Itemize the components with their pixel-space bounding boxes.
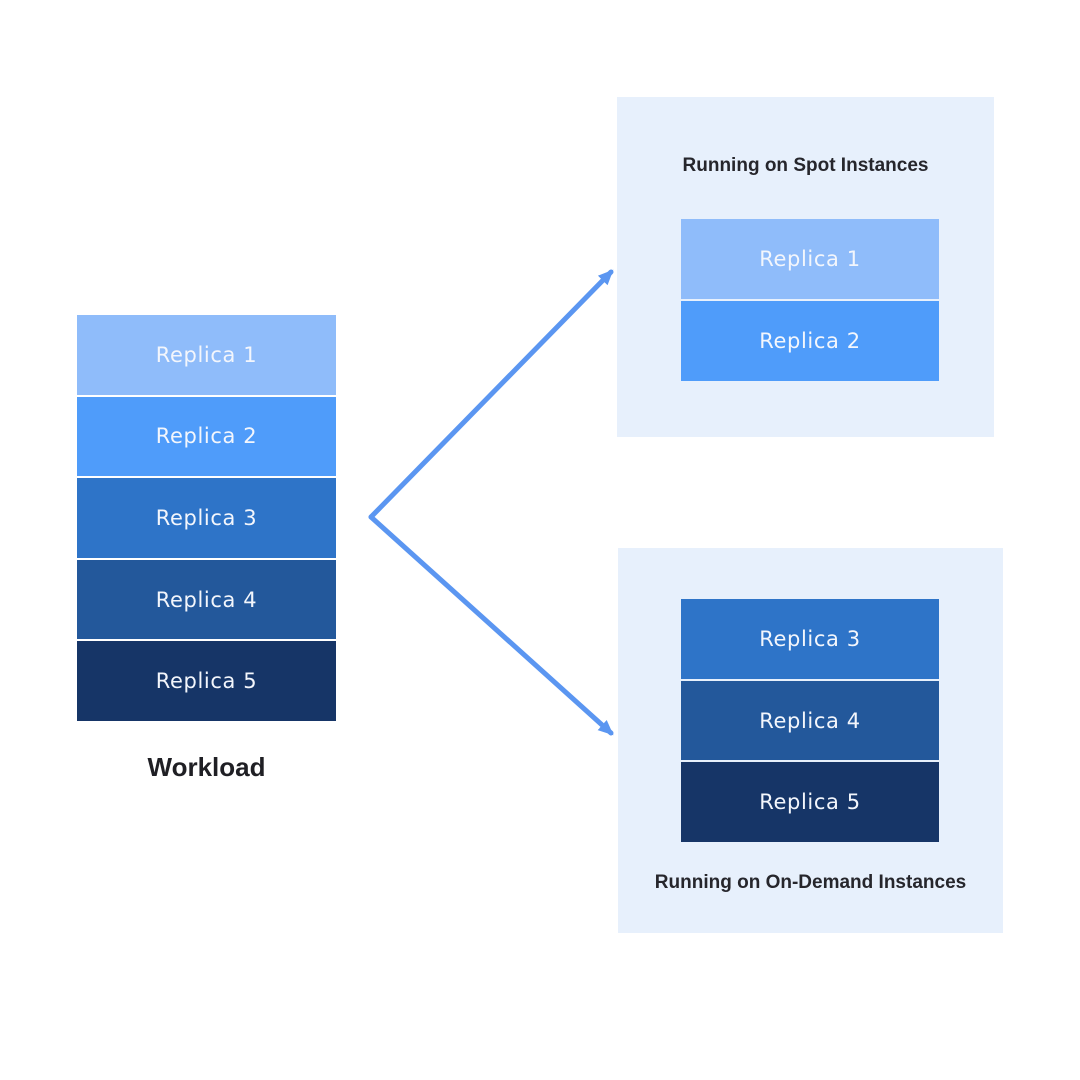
spot-replica-stack: Replica 1 Replica 2 (681, 219, 939, 381)
ondemand-panel-title: Running on On-Demand Instances (654, 872, 967, 893)
workload-replica-4: Replica 4 (77, 559, 336, 640)
replica-label: Replica 2 (155, 424, 258, 449)
ondemand-replica-5: Replica 5 (681, 762, 939, 843)
replica-label: Replica 5 (759, 790, 861, 815)
replica-label: Replica 1 (759, 247, 861, 271)
workload-replica-3: Replica 3 (77, 478, 336, 558)
replica-label: Replica 5 (155, 669, 258, 694)
ondemand-replica-stack: Replica 3 Replica 4 Replica 5 (681, 599, 939, 843)
spot-instances-panel: Running on Spot Instances Replica 1 Repl… (617, 97, 994, 437)
replica-label: Replica 4 (759, 708, 861, 733)
replica-label: Replica 2 (759, 329, 861, 353)
workload-replica-1: Replica 1 (77, 315, 336, 395)
spot-panel-title: Running on Spot Instances (682, 155, 929, 176)
ondemand-replica-4: Replica 4 (681, 680, 939, 761)
workload-replica-2: Replica 2 (77, 396, 336, 477)
replica-label: Replica 3 (155, 505, 258, 530)
replica-label: Replica 1 (155, 342, 258, 367)
ondemand-replica-3: Replica 3 (681, 599, 939, 679)
spot-replica-1: Replica 1 (681, 219, 939, 299)
workload-replica-5: Replica 5 (77, 641, 336, 721)
arrow-to-ondemand (368, 514, 614, 736)
replica-label: Replica 3 (759, 626, 861, 651)
ondemand-instances-panel: Replica 3 Replica 4 Replica 5 Running on… (618, 548, 1003, 933)
workload-title: Workload (147, 752, 266, 782)
replica-label: Replica 4 (155, 587, 258, 612)
workload-stack: Replica 1 Replica 2 Replica 3 Replica 4 … (77, 315, 336, 721)
spot-replica-2: Replica 2 (681, 301, 939, 381)
arrow-to-spot (368, 269, 614, 520)
